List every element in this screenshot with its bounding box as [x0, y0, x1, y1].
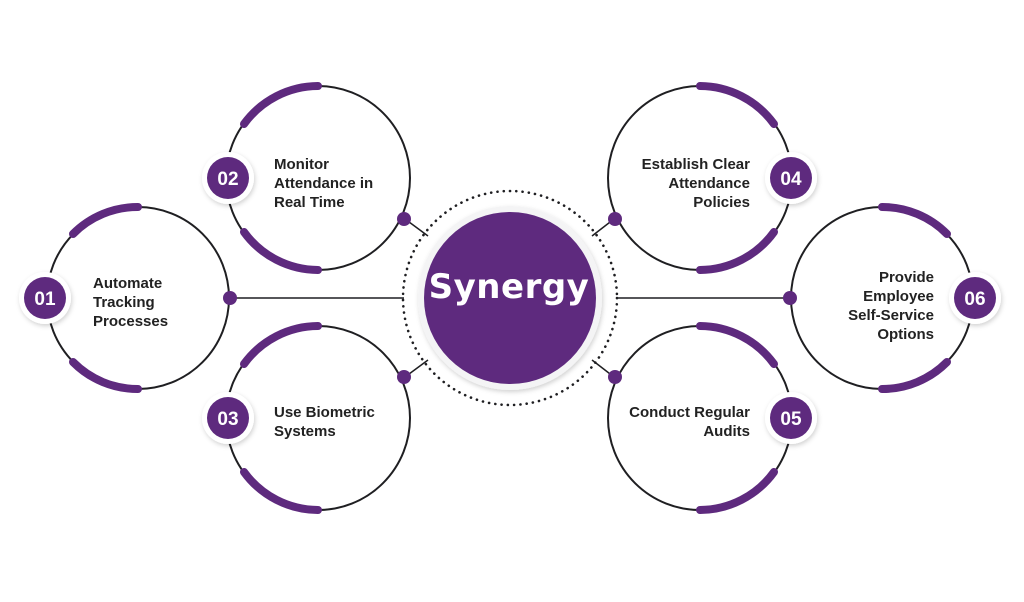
- badge-02-number: 02: [217, 169, 238, 190]
- step-05-line-2: Audits: [703, 423, 750, 440]
- badge-05-number: 05: [780, 409, 802, 430]
- dot-06: [783, 291, 797, 305]
- dot-05: [608, 370, 622, 384]
- step-03-line-2: Systems: [274, 423, 336, 440]
- dot-01: [223, 291, 237, 305]
- center-label: Synergy: [428, 267, 590, 307]
- badge-06: 06: [949, 272, 1001, 324]
- step-03-line-1: Use Biometric: [274, 404, 375, 421]
- step-label-05: Conduct Regular Audits: [620, 403, 750, 441]
- hub-dotted-ring: [401, 189, 619, 407]
- step-06-line-1: Provide: [878, 269, 934, 286]
- badge-03-number: 03: [217, 409, 238, 430]
- dot-02: [397, 212, 411, 226]
- step-label-01: Automate Tracking Processes: [93, 274, 223, 331]
- badge-04-number: 04: [780, 169, 802, 190]
- step-02-line-3: Real Time: [274, 194, 345, 211]
- step-04-line-3: Policies: [693, 194, 750, 211]
- step-label-06: Provide Employee Self-Service Options: [804, 268, 934, 344]
- center-hub: [401, 189, 619, 407]
- step-02-line-2: Attendance in: [274, 175, 374, 192]
- badge-01: 01: [19, 272, 71, 324]
- step-01-line-3: Processes: [93, 313, 169, 330]
- connector-dots: [223, 212, 797, 384]
- step-label-04: Establish Clear Attendance Policies: [620, 155, 750, 212]
- step-02-line-1: Monitor: [274, 156, 329, 173]
- badge-05: 05: [765, 392, 817, 444]
- step-06-line-2: Employee: [863, 288, 934, 305]
- badge-01-number: 01: [34, 289, 56, 310]
- step-06-line-3: Self-Service: [848, 307, 934, 324]
- step-01-line-1: Automate: [93, 275, 163, 292]
- badge-03: 03: [202, 392, 254, 444]
- badge-04: 04: [765, 152, 817, 204]
- step-04-line-1: Establish Clear: [641, 156, 750, 173]
- step-05-line-1: Conduct Regular: [629, 404, 750, 421]
- dot-04: [608, 212, 622, 226]
- hub-core: [424, 212, 596, 384]
- step-06-line-4: Options: [877, 326, 934, 343]
- dot-03: [397, 370, 411, 384]
- step-label-03: Use Biometric Systems: [274, 403, 404, 441]
- badge-06-number: 06: [964, 289, 985, 310]
- badge-02: 02: [202, 152, 254, 204]
- step-04-line-2: Attendance: [668, 175, 750, 192]
- step-label-02: Monitor Attendance in Real Time: [274, 155, 404, 212]
- step-01-line-2: Tracking: [93, 294, 155, 311]
